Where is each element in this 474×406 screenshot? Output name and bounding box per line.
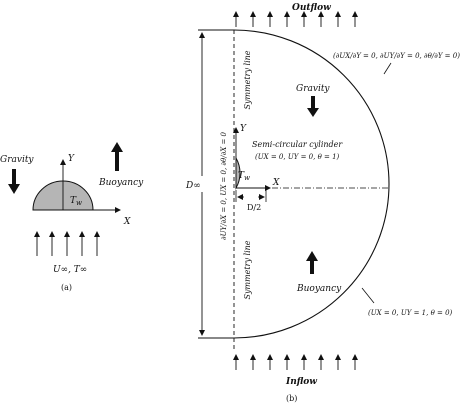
symmetry-bc: ∂UY/∂X = 0, UX = 0, ∂θ/∂X = 0 — [220, 131, 228, 240]
symmetry-label-bottom: Symmetry line — [243, 240, 252, 299]
wall-temp-b: Tw — [238, 171, 250, 182]
inflow-label: Inflow — [285, 377, 317, 387]
gravity-arrow-b — [307, 96, 319, 117]
x-axis-label-b: X — [272, 178, 280, 188]
symmetry-label-top: Symmetry line — [243, 50, 252, 109]
x-axis-label-a: X — [123, 217, 131, 227]
radius-label: D/2 — [247, 203, 261, 212]
inflow-arrows-a — [34, 231, 100, 256]
radius-dimension — [235, 190, 267, 202]
caption-a: (a) — [61, 283, 72, 292]
domain-dimension — [198, 29, 234, 339]
caption-b: (b) — [286, 394, 297, 403]
buoyancy-label-a: Buoyancy — [98, 178, 144, 188]
panel-a: Gravity Buoyancy Tw Y X U∞, T∞ (a) — [0, 142, 144, 292]
cylinder-bc: (UX = 0, UY = 0, θ = 1) — [255, 153, 340, 161]
y-axis-label-b: Y — [240, 124, 247, 134]
y-axis-label-a: Y — [68, 154, 75, 164]
outflow-bc-leader — [383, 62, 392, 75]
buoyancy-label-b: Buoyancy — [296, 284, 342, 294]
inflow-arrows-b — [233, 354, 358, 370]
wall-temp-a: Tw — [70, 196, 82, 207]
domain-label: D∞ — [185, 181, 201, 191]
inflow-bc-leader — [361, 287, 375, 304]
gravity-arrow-a — [8, 169, 20, 194]
gravity-label-a: Gravity — [0, 155, 34, 165]
outer-boundary — [233, 29, 390, 339]
inlet-condition-a: U∞, T∞ — [53, 265, 87, 275]
outflow-bc: (∂UX/∂Y = 0, ∂UY/∂Y = 0, ∂θ/∂Y = 0) — [333, 52, 460, 60]
outflow-arrows — [233, 11, 358, 27]
panel-b: Outflow Symmetry line Symmetry line ∂UY/… — [185, 3, 460, 403]
cylinder-label: Semi-circular cylinder — [252, 140, 343, 149]
buoyancy-arrow-b — [306, 251, 318, 274]
buoyancy-arrow-a — [111, 142, 123, 171]
gravity-label-b: Gravity — [296, 84, 330, 94]
inflow-bc: (UX = 0, UY = 1, θ = 0) — [368, 309, 453, 317]
outflow-label: Outflow — [292, 3, 331, 13]
